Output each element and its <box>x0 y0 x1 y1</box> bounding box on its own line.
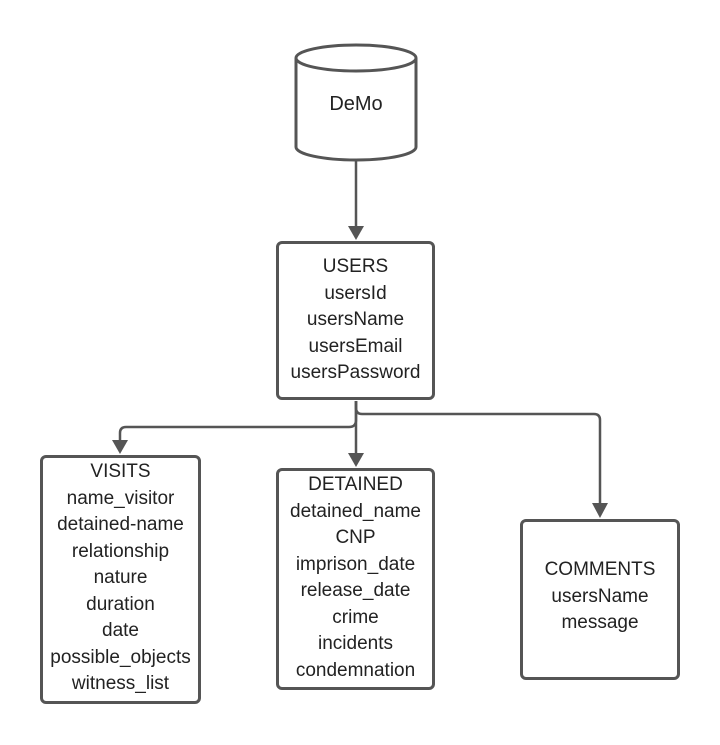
users-field: usersPassword <box>290 362 421 383</box>
visits-field: duration <box>86 593 155 615</box>
detained-field: release_date <box>300 580 411 601</box>
detained-field: incidents <box>318 633 393 654</box>
users-field: usersName <box>306 309 405 330</box>
detained-field: condemnation <box>295 659 416 681</box>
comments-title: COMMENTS <box>544 559 656 580</box>
users-entity-box: USERS usersId usersName usersEmail users… <box>276 241 435 400</box>
visits-field: nature <box>93 567 148 588</box>
visits-entity-box: VISITS name_visitor detained-name relati… <box>40 455 201 704</box>
connector-users-to-comments <box>354 401 602 504</box>
detained-field: imprison_date <box>295 553 416 575</box>
detained-field: crime <box>332 606 379 628</box>
visits-field: detained-name <box>57 514 184 535</box>
users-field: usersId <box>324 282 387 304</box>
comments-field: message <box>561 612 639 633</box>
detained-title: DETAINED <box>308 474 403 495</box>
database-label: DeMo <box>329 93 383 115</box>
visits-field: relationship <box>71 540 170 562</box>
detained-field: detained_name <box>290 500 421 522</box>
visits-field: witness_list <box>71 673 170 694</box>
arrowhead-comments <box>592 503 608 518</box>
comments-field: usersName <box>551 585 649 607</box>
users-field: usersEmail <box>308 335 403 357</box>
arrowhead-detained <box>348 453 364 467</box>
database-cylinder-icon <box>294 43 418 162</box>
visits-title: VISITS <box>90 461 151 482</box>
comments-entity-box: COMMENTS usersName message <box>520 519 680 680</box>
connector-users-to-visits <box>118 401 358 441</box>
visits-field: possible_objects <box>50 646 191 668</box>
arrowhead-users <box>348 226 364 240</box>
users-title: USERS <box>322 256 389 277</box>
detained-entity-box: DETAINED detained_name CNP imprison_date… <box>276 468 435 690</box>
visits-field: date <box>102 620 139 641</box>
arrowhead-visits <box>112 440 128 454</box>
visits-field: name_visitor <box>66 487 175 509</box>
detained-field: CNP <box>335 527 376 548</box>
